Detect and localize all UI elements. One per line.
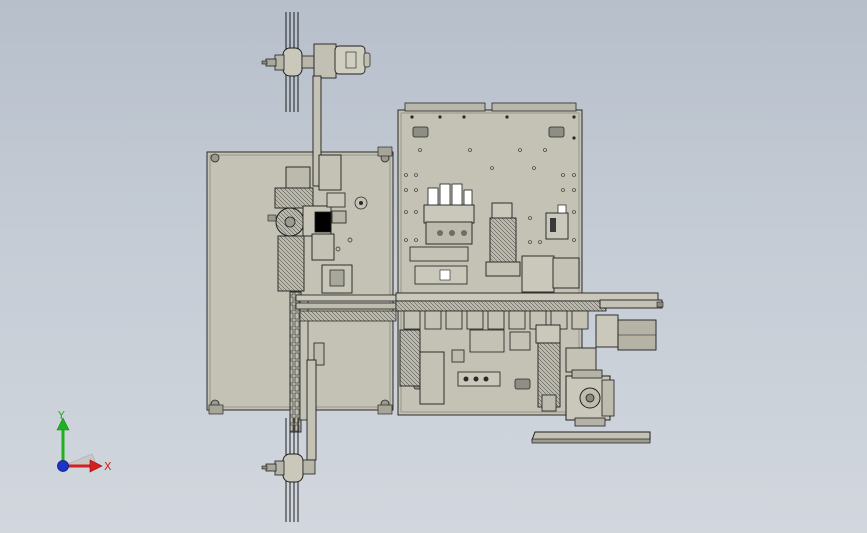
top-reel-assembly[interactable] xyxy=(261,12,371,191)
coordinate-triad: Y X xyxy=(56,410,112,473)
lower-left-block[interactable] xyxy=(399,329,531,405)
x-axis-label: X xyxy=(104,460,112,473)
y-axis-arrow-icon xyxy=(56,417,70,431)
bottom-reel-assembly[interactable] xyxy=(261,418,316,522)
x-axis-arrow-icon xyxy=(89,459,103,473)
y-axis-label: Y xyxy=(57,410,65,422)
conveyor-rail[interactable] xyxy=(295,292,664,351)
rotary-table[interactable] xyxy=(531,369,651,444)
valve-bank[interactable] xyxy=(409,183,475,262)
z-axis-origin-icon xyxy=(57,460,69,472)
lower-cylinder[interactable] xyxy=(535,324,597,412)
left-feeder-mechanism[interactable] xyxy=(267,166,353,461)
upper-cylinder[interactable] xyxy=(414,202,580,293)
